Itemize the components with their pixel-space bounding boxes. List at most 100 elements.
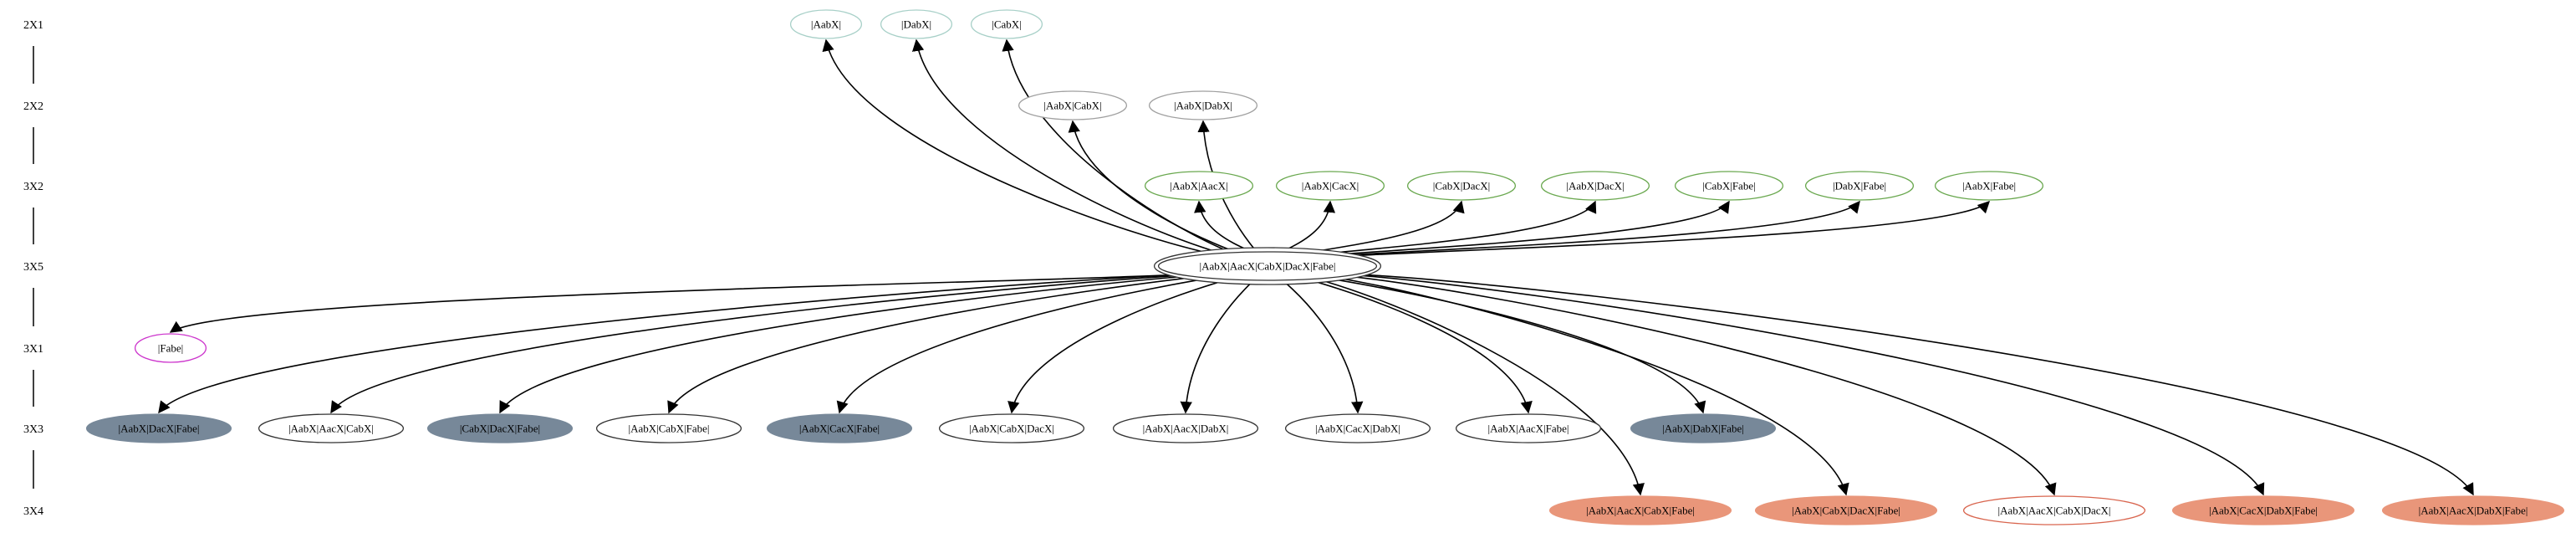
node-shape bbox=[1804, 171, 1915, 201]
edge-root-to-aabx_aacx_cabx_fabe bbox=[1297, 274, 1645, 496]
node-shape bbox=[2171, 495, 2355, 525]
node-label: |AabX|CabX|Fabe| bbox=[628, 423, 709, 435]
edge-root-to-aabx_cacx_dabx_fabe bbox=[1346, 274, 2265, 496]
node-label: |AabX|AacX|CabX|Fabe| bbox=[1586, 505, 1695, 517]
node-label: |AabX|DacX| bbox=[1566, 180, 1624, 192]
node-label: |AabX|AacX|CabX| bbox=[288, 423, 374, 435]
node-shape bbox=[970, 9, 1043, 39]
node-label: |AabX|CacX| bbox=[1302, 180, 1359, 192]
rank-label-3x1: 3X1 bbox=[23, 343, 43, 356]
node-shape bbox=[1934, 171, 2044, 201]
node-shape bbox=[1962, 495, 2146, 525]
edge-root-to-aabx_aacx_cabx bbox=[330, 274, 1194, 414]
node-aabx[interactable]: |AabX| bbox=[789, 9, 863, 39]
edge-root-to-dabx_fabe bbox=[1314, 200, 1860, 259]
node-aabx-aacx-cabx-dacx-fabe[interactable]: |AabX|AacX|CabX|DacX|Fabe| bbox=[1153, 247, 1382, 285]
node-label: |CabX|DacX|Fabe| bbox=[460, 423, 540, 435]
node-aabx-aacx[interactable]: |AabX|AacX| bbox=[1144, 171, 1254, 201]
node-shape bbox=[595, 413, 742, 443]
node-label: |AabX|AacX| bbox=[1170, 180, 1227, 192]
node-label: |AabX|DabX| bbox=[1174, 100, 1232, 112]
node-shape bbox=[1018, 90, 1128, 120]
node-dabx-fabe[interactable]: |DabX|Fabe| bbox=[1804, 171, 1915, 201]
node-cabx[interactable]: |CabX| bbox=[970, 9, 1043, 39]
node-shape bbox=[426, 413, 574, 443]
edge-root-to-aabx_cabx_fabe bbox=[667, 274, 1221, 414]
node-shape bbox=[1275, 171, 1385, 201]
node-aabx-dabx-fabe[interactable]: |AabX|DabX|Fabe| bbox=[1630, 413, 1777, 443]
edge-root-to-cabx_dacx_fabe bbox=[499, 274, 1207, 414]
edge-root-to-aabx_dabx_fabe bbox=[1302, 274, 1706, 414]
node-label: |CabX| bbox=[992, 18, 1022, 31]
node-aabx-dacx-fabe[interactable]: |AabX|DacX|Fabe| bbox=[85, 413, 232, 443]
node-label: |AabX|DacX|Fabe| bbox=[118, 423, 199, 435]
node-shape bbox=[1284, 413, 1431, 443]
node-shape bbox=[258, 413, 405, 443]
edge-root-to-aabx_cabx_dacx_fabe bbox=[1313, 274, 1849, 496]
node-label: |AabX| bbox=[811, 18, 841, 31]
node-aabx-cacx-dabx-fabe[interactable]: |AabX|CacX|DabX|Fabe| bbox=[2171, 495, 2355, 525]
node-label: |AabX|CacX|Fabe| bbox=[799, 423, 880, 435]
node-label: |CabX|DacX| bbox=[1433, 180, 1490, 192]
node-label: |AabX|CacX|DabX| bbox=[1315, 423, 1400, 435]
node-aabx-cabx-dacx[interactable]: |AabX|CabX|DacX| bbox=[938, 413, 1085, 443]
edge-root-to-cabx bbox=[1002, 38, 1247, 259]
edge-root-to-aabx_aacx_dabx bbox=[1180, 274, 1262, 414]
node-aabx-cacx-fabe[interactable]: |AabX|CacX|Fabe| bbox=[766, 413, 913, 443]
node-shape bbox=[1548, 495, 1732, 525]
edge-root-to-aabx_cacx_fabe bbox=[836, 274, 1234, 414]
node-label: |AabX|CabX| bbox=[1043, 100, 1101, 112]
node-shape bbox=[85, 413, 232, 443]
node-label: |Fabe| bbox=[158, 342, 183, 355]
node-label: |AabX|CabX|DacX|Fabe| bbox=[1792, 505, 1900, 517]
node-aabx-cabx-dacx-fabe[interactable]: |AabX|CabX|DacX|Fabe| bbox=[1754, 495, 1938, 525]
edge-root-to-aabx_aacx_dabx_fabe bbox=[1359, 274, 2474, 496]
node-shape bbox=[1157, 251, 1378, 281]
node-dabx[interactable]: |DabX| bbox=[880, 9, 953, 39]
rank-label-3x4: 3X4 bbox=[23, 505, 43, 518]
edge-layer bbox=[158, 38, 2474, 496]
node-shape bbox=[134, 333, 207, 363]
node-shape bbox=[1406, 171, 1517, 201]
node-aabx-aacx-fabe[interactable]: |AabX|AacX|Fabe| bbox=[1455, 413, 1602, 443]
node-label: |DabX| bbox=[901, 18, 931, 31]
node-aabx-dacx[interactable]: |AabX|DacX| bbox=[1540, 171, 1650, 201]
edge-root-to-aabx bbox=[822, 38, 1233, 259]
node-label: |AabX|CacX|DabX|Fabe| bbox=[2209, 505, 2318, 517]
node-label: |DabX|Fabe| bbox=[1833, 180, 1886, 192]
node-shape bbox=[1540, 171, 1650, 201]
node-aabx-aacx-cabx[interactable]: |AabX|AacX|CabX| bbox=[258, 413, 405, 443]
node-aabx-aacx-cabx-dacx[interactable]: |AabX|AacX|CabX|DacX| bbox=[1962, 495, 2146, 525]
node-shape bbox=[1630, 413, 1777, 443]
rank-label-3x5: 3X5 bbox=[23, 261, 43, 274]
node-label: |AabX|AacX|CabX|DacX| bbox=[1997, 505, 2110, 517]
node-shape bbox=[766, 413, 913, 443]
node-aabx-fabe[interactable]: |AabX|Fabe| bbox=[1934, 171, 2044, 201]
node-label: |AabX|DabX|Fabe| bbox=[1662, 423, 1744, 435]
node-shape bbox=[2381, 495, 2565, 525]
node-label: |AabX|AacX|CabX|DacX|Fabe| bbox=[1200, 260, 1336, 273]
node-aabx-cacx[interactable]: |AabX|CacX| bbox=[1275, 171, 1385, 201]
node-aabx-aacx-dabx-fabe[interactable]: |AabX|AacX|DabX|Fabe| bbox=[2381, 495, 2565, 525]
node-aabx-cabx[interactable]: |AabX|CabX| bbox=[1018, 90, 1128, 120]
rank-label-3x2: 3X2 bbox=[23, 181, 43, 193]
node-shape bbox=[1112, 413, 1259, 443]
node-aabx-cacx-dabx[interactable]: |AabX|CacX|DabX| bbox=[1284, 413, 1431, 443]
node-cabx-fabe[interactable]: |CabX|Fabe| bbox=[1674, 171, 1784, 201]
node-label: |AabX|AacX|DabX| bbox=[1143, 423, 1229, 435]
node-aabx-aacx-dabx[interactable]: |AabX|AacX|DabX| bbox=[1112, 413, 1259, 443]
node-cabx-dacx-fabe[interactable]: |CabX|DacX|Fabe| bbox=[426, 413, 574, 443]
node-aabx-dabx[interactable]: |AabX|DabX| bbox=[1148, 90, 1258, 120]
edge-root-to-aabx_cacx_dabx bbox=[1274, 274, 1364, 414]
rank-label-3x3: 3X3 bbox=[23, 423, 43, 436]
node-fabe[interactable]: |Fabe| bbox=[134, 333, 207, 363]
node-label: |CabX|Fabe| bbox=[1702, 180, 1755, 192]
node-label: |AabX|CabX|DacX| bbox=[969, 423, 1054, 435]
node-shape bbox=[1754, 495, 1938, 525]
node-cabx-dacx[interactable]: |CabX|DacX| bbox=[1406, 171, 1517, 201]
node-aabx-aacx-cabx-fabe[interactable]: |AabX|AacX|CabX|Fabe| bbox=[1548, 495, 1732, 525]
edge-root-to-dabx bbox=[911, 38, 1240, 259]
node-shape bbox=[880, 9, 953, 39]
node-aabx-cabx-fabe[interactable]: |AabX|CabX|Fabe| bbox=[595, 413, 742, 443]
